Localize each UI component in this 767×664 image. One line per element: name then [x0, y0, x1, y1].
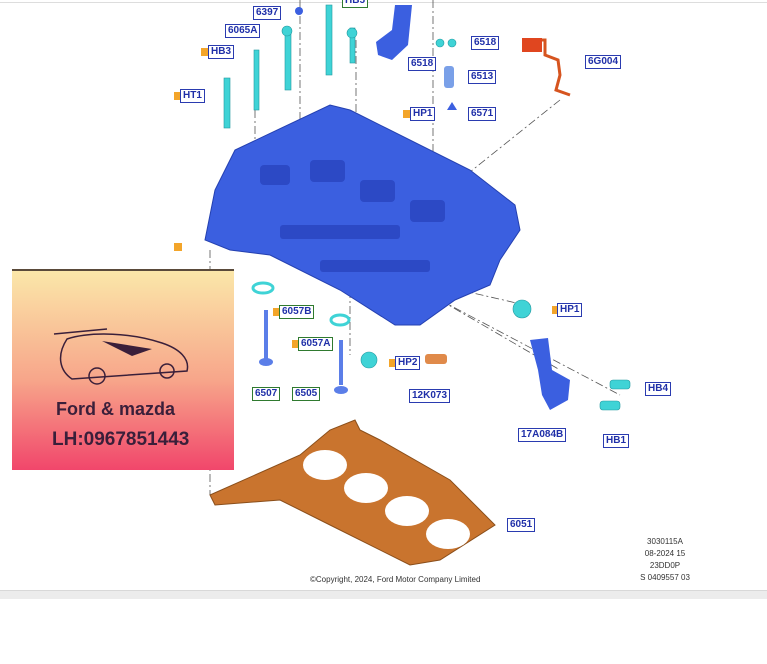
diagram-code: 3030115A — [647, 537, 683, 546]
callout-6507[interactable]: 6507 — [252, 387, 281, 401]
marker-hp1-top — [403, 110, 411, 118]
watermark-overlay: Ford & mazda LH:0967851443 — [12, 269, 234, 470]
part-6571 — [447, 102, 457, 110]
callout-6518-right[interactable]: 6518 — [471, 36, 500, 50]
exploded-parts-diagram — [204, 0, 631, 566]
callout-hb5[interactable]: HB5 — [342, 0, 369, 8]
marker-ht1 — [174, 92, 182, 100]
callout-6518-left[interactable]: 6518 — [408, 57, 437, 71]
cylinder-head — [204, 104, 521, 326]
part-6397 — [295, 7, 303, 15]
marker-hp1-right — [552, 306, 560, 314]
top-divider — [0, 2, 767, 3]
fasteners — [223, 4, 631, 411]
callout-hb1[interactable]: HB1 — [603, 434, 630, 448]
watermark-brand: Ford & mazda — [56, 399, 176, 419]
callout-6571[interactable]: 6571 — [468, 107, 497, 121]
sensor-connector — [522, 38, 542, 52]
callout-6057b[interactable]: 6057B — [279, 305, 315, 319]
part-12k073 — [425, 354, 447, 364]
callout-6513[interactable]: 6513 — [468, 70, 497, 84]
sports-car-icon — [53, 328, 189, 385]
callout-ht1[interactable]: HT1 — [180, 89, 205, 103]
marker-6057b — [273, 308, 281, 316]
callout-6397[interactable]: 6397 — [253, 6, 282, 20]
marker-hp2 — [389, 359, 397, 367]
valve-spring — [444, 66, 454, 88]
bracket-17a084b — [530, 338, 570, 410]
diagram-model: 23DD0P — [649, 561, 681, 570]
callout-6051[interactable]: 6051 — [507, 518, 536, 532]
callout-6505[interactable]: 6505 — [292, 387, 321, 401]
callout-hp1-top[interactable]: HP1 — [410, 107, 436, 121]
valves — [259, 310, 348, 394]
callout-6065a[interactable]: 6065A — [225, 24, 261, 38]
callout-17a084b[interactable]: 17A084B — [518, 428, 567, 442]
callout-hp1-right[interactable]: HP1 — [557, 303, 583, 317]
copyright-text: ©Copyright, 2024, Ford Motor Company Lim… — [310, 575, 481, 584]
marker-hb3 — [201, 48, 209, 56]
marker-6057a — [292, 340, 300, 348]
callout-hb4[interactable]: HB4 — [645, 382, 672, 396]
callout-6057a[interactable]: 6057A — [298, 337, 334, 351]
diagram-meta: 3030115A 08-2024 15 23DD0P S 0409557 03 — [630, 536, 700, 584]
callout-hb3[interactable]: HB3 — [208, 45, 235, 59]
diagram-date: 08-2024 15 — [644, 549, 686, 558]
bracket-top — [376, 5, 412, 60]
bottom-divider — [0, 590, 767, 599]
callout-6g004[interactable]: 6G004 — [585, 55, 622, 69]
gasket-bores — [303, 450, 470, 549]
cylinder-head-detail — [260, 160, 445, 272]
callout-hp2[interactable]: HP2 — [395, 356, 421, 370]
diagram-ref: S 0409557 03 — [640, 573, 690, 582]
marker-engine — [174, 243, 182, 251]
callout-12k073[interactable]: 12K073 — [409, 389, 451, 403]
sensor-6g004 — [525, 38, 571, 97]
watermark-phone: LH:0967851443 — [52, 429, 190, 450]
